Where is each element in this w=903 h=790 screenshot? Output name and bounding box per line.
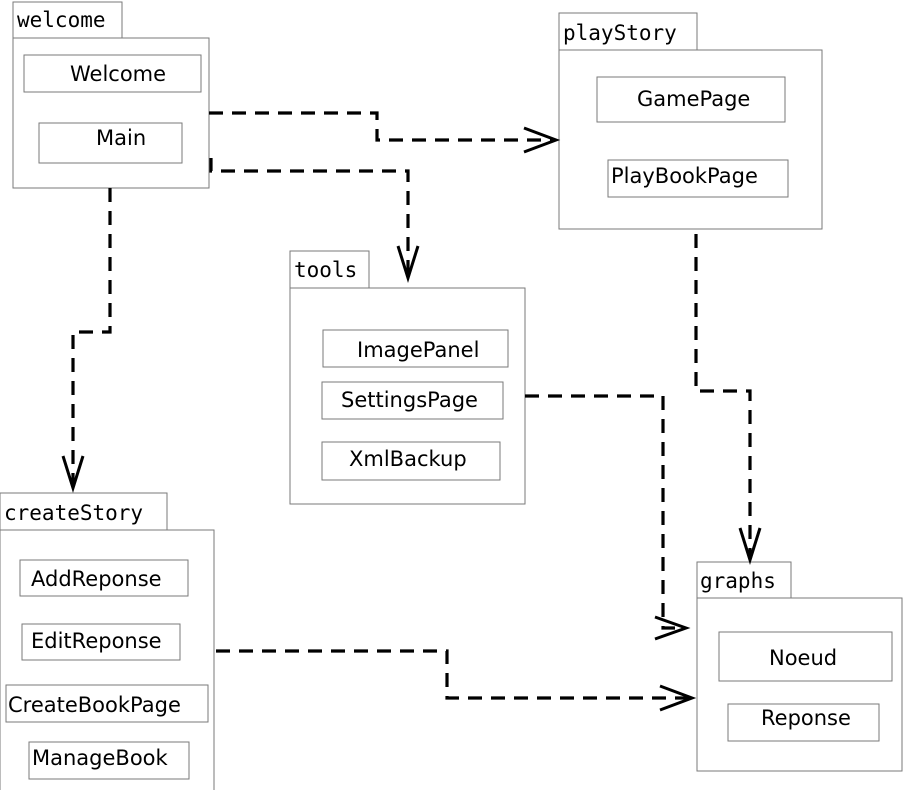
class-createbookpage: CreateBookPage — [5, 684, 209, 723]
class-gamepage: GamePage — [596, 76, 786, 123]
package-tools: tools ImagePanel SettingsPage XmlBackup — [289, 250, 526, 505]
class-main-label: Main — [96, 126, 146, 150]
class-imagepanel-label: ImagePanel — [357, 338, 479, 362]
class-settingspage-label: SettingsPage — [341, 388, 478, 412]
package-graphs-body — [696, 597, 903, 772]
dependency-welcome-to-createstory — [61, 188, 112, 494]
class-gamepage-label: GamePage — [637, 87, 750, 111]
dependency-playstory-to-graphs — [694, 234, 762, 566]
package-welcome: welcome Welcome Main — [12, 1, 210, 189]
dependency-createstory-to-graphs — [216, 649, 697, 712]
package-tools-name: tools — [294, 258, 357, 282]
class-createbookpage-label: CreateBookPage — [8, 693, 181, 717]
package-welcome-name: welcome — [17, 8, 106, 32]
class-noeud-label: Noeud — [769, 646, 837, 670]
class-welcome-label: Welcome — [70, 62, 166, 86]
class-settingspage: SettingsPage — [321, 381, 504, 420]
dependency-tools-to-graphs — [525, 394, 691, 641]
class-playbookpage: PlayBookPage — [607, 159, 789, 198]
package-createstory-name: createStory — [4, 501, 143, 525]
class-noeud: Noeud — [718, 631, 893, 682]
class-xmlbackup-label: XmlBackup — [349, 447, 467, 471]
class-managebook-label: ManageBook — [32, 746, 169, 770]
dependency-welcome-to-tools — [209, 158, 420, 284]
class-addreponse: AddReponse — [19, 559, 189, 597]
class-main: Main — [38, 122, 183, 164]
class-welcome: Welcome — [23, 54, 202, 93]
package-graphs: graphs Noeud Reponse — [696, 561, 903, 772]
class-xmlbackup: XmlBackup — [321, 441, 501, 481]
class-managebook: ManageBook — [28, 741, 190, 780]
class-reponse-label: Reponse — [761, 706, 851, 730]
class-playbookpage-label: PlayBookPage — [611, 164, 758, 188]
class-imagepanel: ImagePanel — [322, 329, 509, 368]
package-playstory-name: playStory — [563, 21, 677, 45]
class-editreponse: EditReponse — [21, 623, 181, 661]
package-graphs-name: graphs — [700, 569, 776, 593]
class-editreponse-label: EditReponse — [31, 629, 162, 653]
dependency-welcome-to-playstory — [209, 111, 561, 154]
package-welcome-tab — [12, 1, 123, 39]
package-playstory: playStory GamePage PlayBookPage — [558, 12, 823, 230]
package-createstory: createStory AddReponse EditReponse Creat… — [0, 492, 215, 790]
class-reponse: Reponse — [727, 703, 880, 742]
class-addreponse-label: AddReponse — [31, 567, 162, 591]
package-graphs-tab — [696, 561, 792, 599]
